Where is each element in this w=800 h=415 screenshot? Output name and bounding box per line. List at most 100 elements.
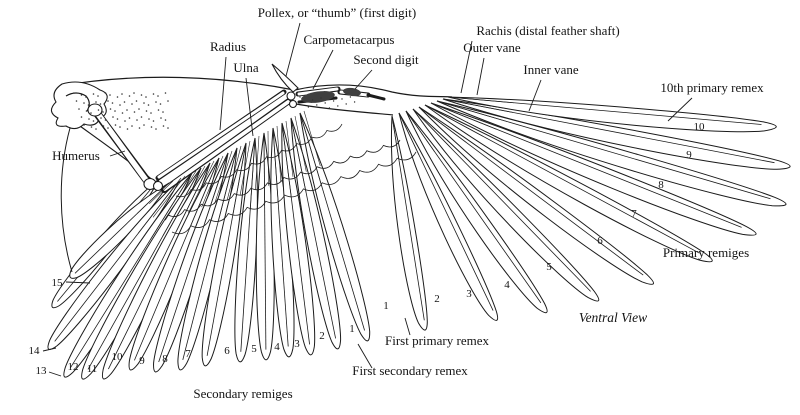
covert-shaft [152,175,186,218]
stipple-dot [100,117,102,119]
stipple-dot [152,120,155,122]
covert-shaft [201,155,224,208]
labels: Pollex, or “thumb” (first digit) Carpome… [29,5,765,401]
stipple-dot [90,112,92,114]
stipple-dot [320,97,322,99]
label-radius: Radius [210,39,246,54]
covert-layer [60,92,515,273]
secondary-number-14: 14 [29,345,41,357]
stipple-dot [102,111,104,113]
feather [201,142,247,367]
humerus-bone-core [95,111,149,183]
stipple-dot [159,103,162,105]
stipple-dot [114,124,117,126]
label-pollex: Pollex, or “thumb” (first digit) [258,5,417,20]
covert-shaft [232,142,247,215]
leader-line [460,40,473,94]
primary-number-4: 4 [504,279,510,291]
covert-shaft [150,172,193,239]
stipple-dot [87,104,90,106]
covert-shaft [418,106,467,143]
primary-number-7: 7 [631,208,637,220]
stipple-dot [353,101,356,103]
covert-shaft [190,157,220,227]
feather [290,117,342,350]
radius-bone-core [157,91,285,179]
primary-number-10: 10 [694,121,706,133]
stipple-dot [128,95,131,97]
feather [299,112,371,342]
stipple-dot [311,99,314,101]
covert-shaft [294,115,307,172]
secondary-number-15: 15 [52,277,64,289]
stipple-dot [145,96,147,98]
stipple-dot [160,117,162,119]
covert-row [167,139,401,217]
stipple-dot [136,119,138,121]
covert-shaft [162,167,202,236]
leader-line [245,77,254,137]
stipple-dot [104,119,107,121]
covert-shaft [176,165,206,218]
stipple-dot [150,112,152,114]
stipple-dot [92,93,95,95]
stipple-dot [83,124,85,126]
covert-shaft [276,125,282,182]
stipple-dot [92,120,95,122]
label-inner-vane: Inner vane [523,62,578,77]
stipple-dot [138,127,141,129]
stipple-dot [157,95,159,97]
secondary-number-8: 8 [162,353,168,365]
stipple-dot [135,100,138,102]
label-ventral-view: Ventral View [579,310,647,325]
stipple-dot [97,109,100,111]
label-ulna: Ulna [233,60,259,75]
covert-shaft [175,162,211,233]
leader-line [354,69,373,90]
stipple-dot [332,100,335,102]
leader-line [404,317,411,336]
stipple-dot [121,112,124,114]
leader-line [528,79,542,112]
stipple-dot [123,101,126,103]
stipple-dot [140,94,143,96]
covert-shaft [249,137,256,211]
stipple-dot [341,98,343,100]
stipple-dot [152,93,155,95]
stipple-dot [307,106,310,108]
covert-shaft [272,127,279,202]
carpal-bone [288,99,298,109]
feather [442,98,791,170]
stipple-dot [162,111,164,113]
primary-number-3: 3 [466,288,472,300]
covert-shaft [398,112,420,155]
covert-shaft [436,100,508,122]
leading-edge [59,76,295,91]
feather [430,102,757,236]
stipple-dot [73,92,75,94]
feather [447,96,777,133]
stipple-dot [78,108,80,110]
secondary-number-4: 4 [274,341,280,353]
leader-line [357,343,373,369]
stipple-dot [167,100,169,102]
stipple-dot [90,126,93,128]
stipple-dot [99,103,102,105]
label-carpometacarpus: Carpometacarpus [304,32,395,47]
covert-shaft [290,117,307,193]
stipple-dot [147,104,150,106]
covert-shaft [263,132,265,207]
stipple-dot [83,102,85,104]
stipple-dot [150,126,153,128]
stipple-dot [164,119,167,121]
covert-shaft [204,152,229,224]
label-primary-remiges: Primary remiges [663,245,749,260]
stipple-dot [80,116,83,118]
stipple-dot [131,103,133,105]
pollex-bone [271,63,299,93]
wrist-shading [343,87,361,97]
stipple-dot [97,95,99,97]
stipple-dot [131,125,133,127]
leader-line [219,56,227,131]
secondary-number-12: 12 [68,361,79,373]
